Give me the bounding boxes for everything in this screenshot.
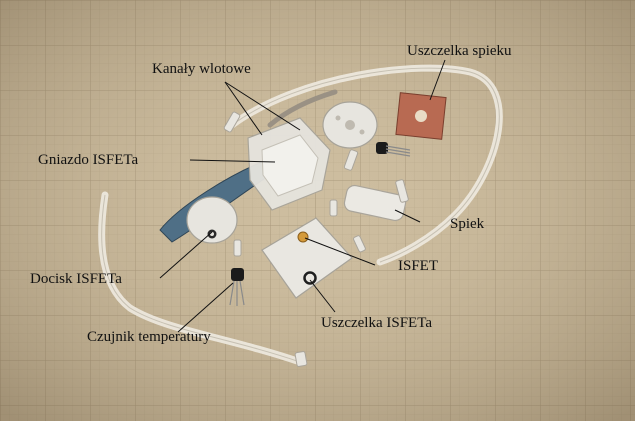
isfet-o-ring [303, 271, 317, 285]
label-spiek: Spiek [450, 216, 485, 232]
label-kanaly-wlotowe: Kanały wlotowe [152, 61, 251, 77]
screw-6 [223, 111, 241, 133]
callout-uszczelka-spieku [429, 59, 446, 101]
screw-3 [329, 199, 338, 217]
label-isfet: ISFET [398, 258, 439, 274]
callout-isfet [304, 237, 376, 266]
label-uszczelka-isfeta: Uszczelka ISFETa [321, 315, 432, 331]
sinter-cylinder [343, 184, 407, 222]
callout-spiek [394, 209, 421, 223]
screw-4 [353, 235, 366, 253]
callout-docisk [159, 231, 213, 279]
metal-wire [267, 89, 338, 128]
callout-kanaly-1 [224, 81, 263, 136]
callout-czujnik [177, 282, 234, 333]
transistor-top [376, 142, 388, 154]
label-gniazdo-isfeta: Gniazdo ISFETa [38, 152, 139, 168]
temperature-sensor [231, 268, 244, 281]
callout-lines [159, 59, 446, 333]
screw-5 [233, 239, 242, 257]
round-cap-hole [345, 120, 355, 130]
tube-bottom-edge [101, 194, 301, 363]
tube-right-edge [231, 67, 500, 263]
isfet-chip [297, 231, 309, 243]
screw-2 [395, 179, 409, 203]
tube-end-cap [294, 351, 308, 367]
label-czujnik-temperatury: Czujnik temperatury [87, 329, 211, 345]
label-uszczelka-spieku: Uszczelka spieku [407, 43, 512, 59]
callout-gniazdo [189, 159, 276, 163]
screw-1 [343, 149, 359, 171]
label-docisk-isfeta: Docisk ISFETa [30, 271, 122, 287]
main-housing-inner [261, 134, 319, 197]
sinter-gasket-hole [415, 110, 427, 122]
isfet-plate [261, 217, 353, 299]
callout-uszczelka-isfeta [309, 279, 336, 313]
isfet-press-disk [186, 196, 238, 244]
callout-kanaly-2 [224, 81, 301, 131]
